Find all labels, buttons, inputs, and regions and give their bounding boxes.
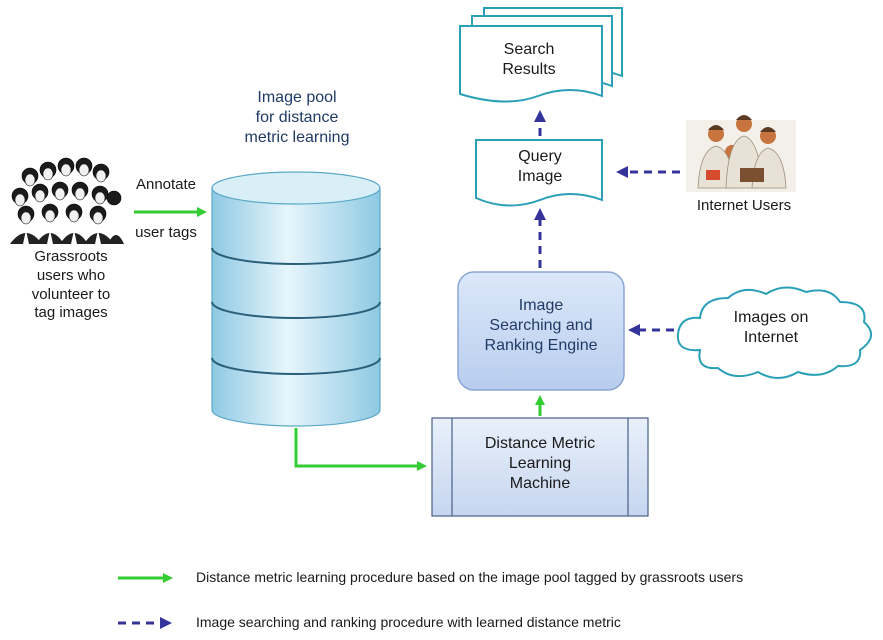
image-pool-cylinder <box>211 171 381 427</box>
user-tags-label: user tags <box>135 224 197 241</box>
cloud-label: Images on Internet <box>733 309 809 346</box>
image-pool-label: Image pool for distance metric learning <box>244 89 350 146</box>
internet-users-label: Internet Users <box>696 197 792 214</box>
internet-cloud-shape <box>676 286 872 379</box>
group-of-people-icon <box>686 115 796 192</box>
search-results-stack <box>459 7 623 103</box>
search-results-label: Search Results <box>502 41 556 78</box>
query-image-label: Query Image <box>517 148 563 185</box>
dml-machine-box <box>431 417 649 517</box>
annotate-label: Annotate <box>135 176 197 193</box>
query-image-box <box>475 139 603 207</box>
legend-dashed-text: Image searching and ranking procedure wi… <box>196 614 621 630</box>
engine-box <box>457 271 625 391</box>
pool-to-dml-arrow <box>294 428 427 471</box>
engine-label: Image Searching and Ranking Engine <box>484 297 598 354</box>
crowd-of-people-icon <box>10 157 124 244</box>
crowd-label: Grassroots users who volunteer to tag im… <box>31 248 111 322</box>
legend-solid-text: Distance metric learning procedure based… <box>196 569 744 585</box>
dml-label: Distance Metric Learning Machine <box>484 435 596 492</box>
